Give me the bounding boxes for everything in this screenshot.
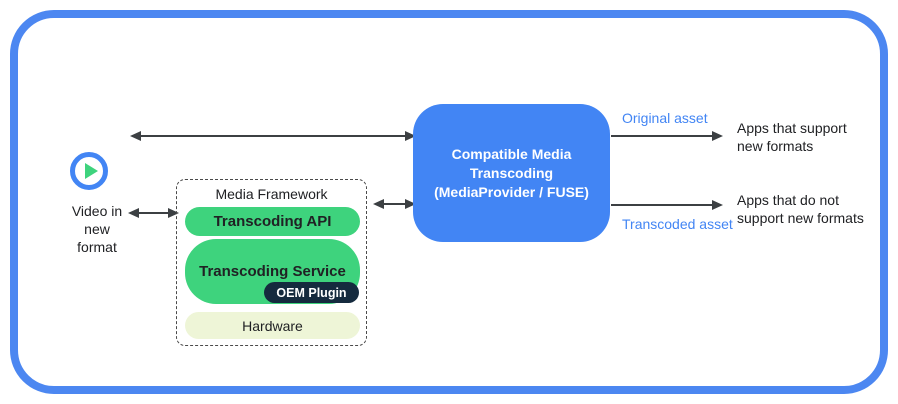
transcoding-service-pill: Transcoding Service OEM Plugin <box>185 239 360 304</box>
video-source-label: Video in new format <box>71 203 123 255</box>
arrow-original-asset <box>611 131 723 141</box>
media-framework-box: Media Framework Transcoding API Transcod… <box>176 179 367 346</box>
original-asset-label: Original asset <box>622 110 708 126</box>
transcoding-service-label: Transcoding Service <box>199 263 346 280</box>
apps-no-support-label: Apps that do not support new formats <box>737 192 864 226</box>
arrow-framework-to-transcoding <box>373 199 416 209</box>
arrow-source-to-framework <box>128 208 179 218</box>
outer-frame <box>10 10 888 394</box>
media-framework-title: Media Framework <box>215 186 328 202</box>
arrow-source-to-transcoding <box>130 131 416 141</box>
arrow-transcoded-asset <box>611 200 723 210</box>
transcoded-asset-label: Transcoded asset <box>622 216 733 232</box>
hardware-pill: Hardware <box>185 312 360 339</box>
oem-plugin-pill: OEM Plugin <box>264 282 359 303</box>
compatible-media-transcoding-box: Compatible Media Transcoding (MediaProvi… <box>413 104 610 242</box>
apps-support-label: Apps that support new formats <box>737 120 847 154</box>
play-icon <box>70 152 108 190</box>
play-triangle-icon <box>84 163 98 179</box>
transcoding-api-pill: Transcoding API <box>185 207 360 236</box>
